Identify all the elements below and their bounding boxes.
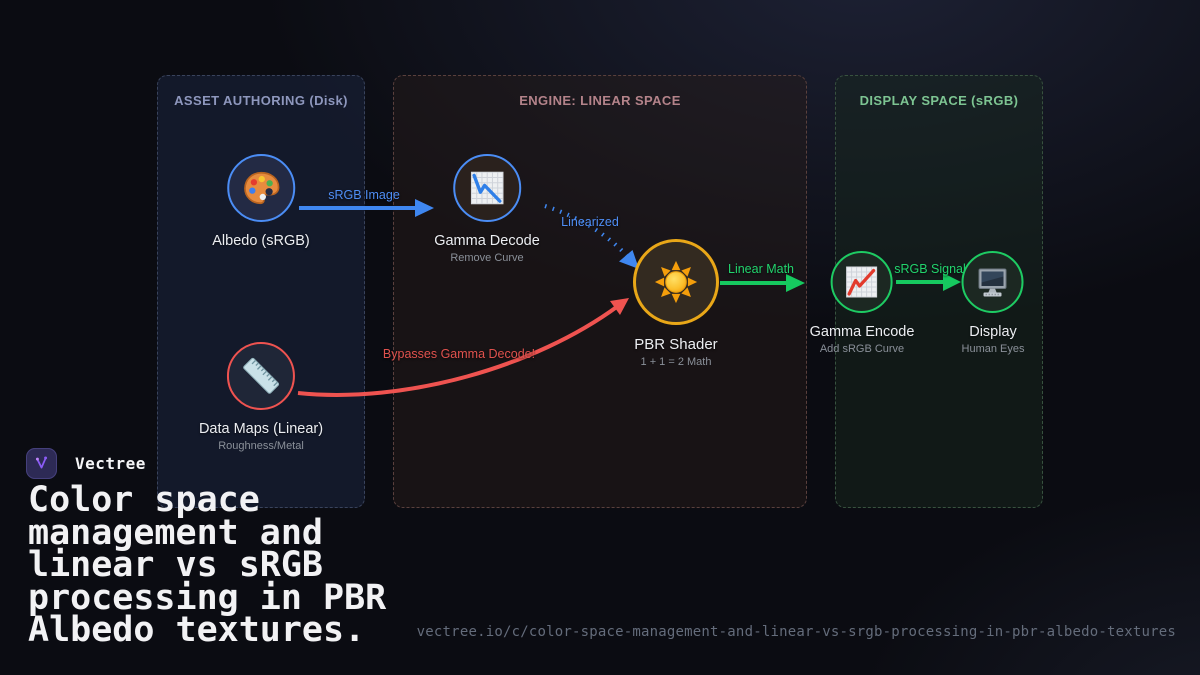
- gamma-decode-circle: [452, 154, 521, 222]
- edge-label-bypass: Bypasses Gamma Decode!: [382, 347, 536, 361]
- sun-icon: [654, 260, 698, 304]
- node-albedo: Albedo (sRGB): [212, 154, 310, 249]
- brand: Vectree: [26, 448, 146, 479]
- edge-label-srgb-signal: sRGB Signal: [894, 262, 966, 276]
- gamma-decode-sublabel: Remove Curve: [450, 252, 524, 264]
- albedo-circle: [226, 154, 295, 222]
- node-pbr-shader: PBR Shader 1 + 1 = 2 Math: [633, 239, 719, 368]
- data-maps-sublabel: Roughness/Metal: [218, 440, 304, 452]
- node-data-maps: Data Maps (Linear) Roughness/Metal: [199, 342, 323, 452]
- brand-logo: [26, 448, 57, 479]
- gamma-decode-label: Gamma Decode: [434, 233, 540, 249]
- node-gamma-encode: Gamma Encode Add sRGB Curve: [809, 251, 915, 355]
- monitor-icon: [978, 268, 1007, 297]
- data-maps-circle: [226, 342, 295, 410]
- chart-increasing-icon: [846, 266, 878, 298]
- display-circle: [961, 251, 1024, 313]
- pbr-shader-label: PBR Shader: [634, 336, 718, 353]
- node-display: Display Human Eyes: [961, 251, 1025, 355]
- gamma-encode-label: Gamma Encode: [809, 324, 915, 340]
- ruler-icon: [243, 357, 280, 394]
- display-sublabel: Human Eyes: [961, 343, 1025, 355]
- gamma-encode-sublabel: Add sRGB Curve: [819, 343, 905, 355]
- panel-asset-authoring: ASSET AUTHORING (Disk): [157, 75, 365, 508]
- edge-label-srgb-image: sRGB Image: [328, 188, 400, 202]
- palette-icon: [243, 171, 280, 205]
- node-gamma-decode: Gamma Decode Remove Curve: [434, 154, 540, 264]
- data-maps-label: Data Maps (Linear): [198, 421, 324, 437]
- panel-engine-linear: ENGINE: LINEAR SPACE: [393, 75, 807, 508]
- panel-asset-title: ASSET AUTHORING (Disk): [174, 93, 348, 108]
- pbr-shader-circle: [633, 239, 719, 325]
- edge-label-linearized: Linearized: [561, 215, 619, 229]
- chart-decreasing-icon: [470, 171, 504, 205]
- display-label: Display: [969, 324, 1017, 340]
- edge-label-linear-math: Linear Math: [727, 262, 795, 276]
- brand-name: Vectree: [75, 454, 146, 473]
- vector-nodes-icon: [35, 456, 48, 469]
- albedo-label: Albedo (sRGB): [212, 233, 310, 249]
- panel-display-title: DISPLAY SPACE (sRGB): [859, 93, 1019, 108]
- gamma-encode-circle: [831, 251, 893, 313]
- panel-engine-title: ENGINE: LINEAR SPACE: [519, 93, 681, 108]
- footer-url: vectree.io/c/color-space-management-and-…: [416, 624, 1176, 640]
- pbr-shader-sublabel: 1 + 1 = 2 Math: [640, 356, 712, 368]
- page-title: Color space management and linear vs sRG…: [28, 480, 387, 651]
